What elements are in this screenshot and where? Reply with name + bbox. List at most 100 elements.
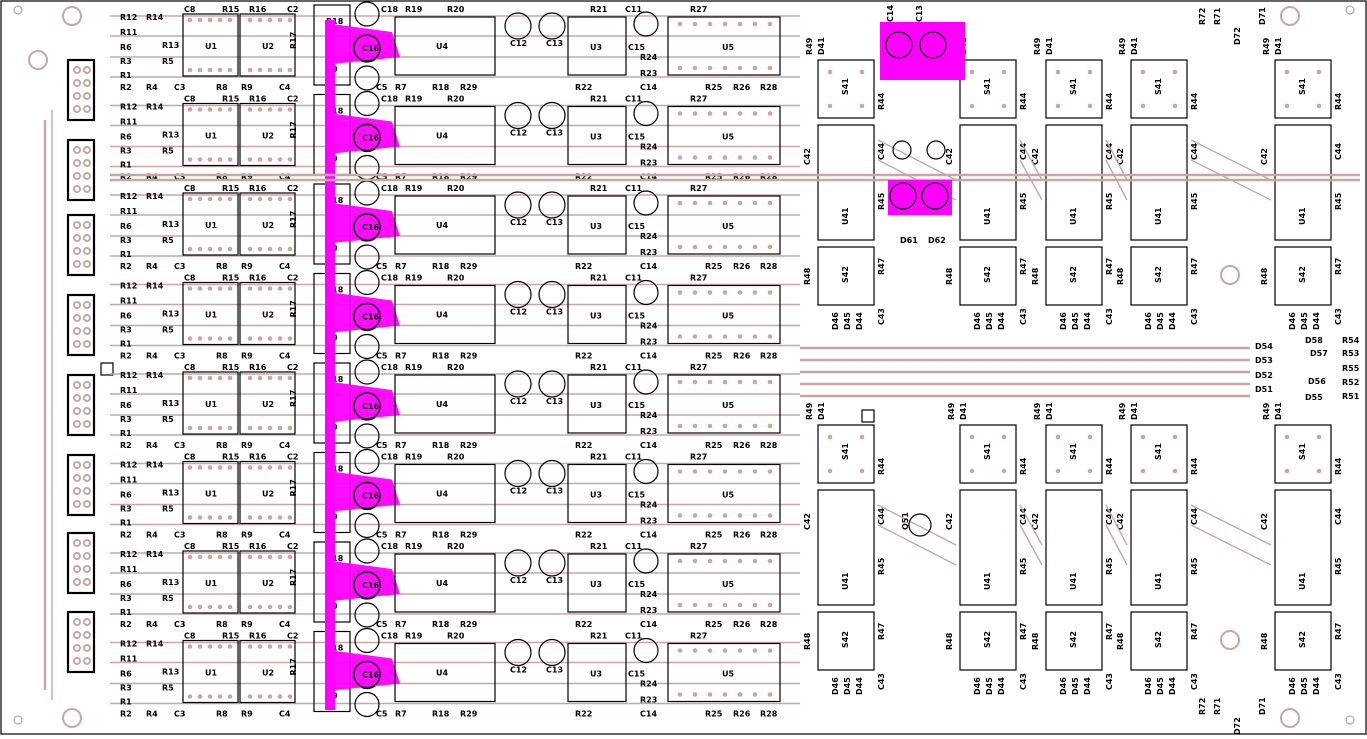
label-c42: C42 [803,148,812,165]
label-c44: C44 [1190,508,1199,525]
pad [217,694,223,699]
label-c14: C14 [640,173,657,182]
pad [1140,434,1146,440]
label-r47: R47 [1334,258,1343,275]
label-d71: D71 [1258,7,1267,25]
label-d54: D54 [1255,342,1273,351]
pad [197,425,203,431]
mounting-hole [62,6,82,26]
pad [197,67,203,73]
pad [277,17,283,23]
label-r19: R19 [405,184,423,193]
label-r6: R6 [120,491,132,500]
pad [969,103,975,109]
mounting-hole [1280,708,1300,728]
pad [1055,103,1061,109]
pad [677,469,683,474]
label-r47: R47 [1190,623,1199,640]
label-r2: R2 [120,173,132,182]
pad [692,334,698,339]
pad [1001,103,1007,109]
pad [287,644,293,649]
label-d41: D41 [1045,37,1054,55]
label-c16: C16 [362,492,379,501]
label-r14: R14 [146,461,164,470]
ic-u1 [182,550,239,614]
switch-s41 [959,424,1017,484]
pad [187,107,193,112]
label-r20: R20 [447,363,465,372]
label-r29: R29 [460,173,478,182]
label-r49: R49 [1262,402,1271,420]
pad [1316,69,1322,75]
label-r28: R28 [760,173,778,182]
pad [227,515,233,520]
ic-u1 [182,371,239,435]
label-r26: R26 [733,83,751,92]
label-r24: R24 [640,143,658,152]
pad [227,107,233,112]
corner-mark [1345,715,1355,725]
label-c2: C2 [287,632,298,641]
ic-u5-label: U5 [722,670,734,679]
pad [277,336,283,341]
pad [767,692,773,697]
label-r21: R21 [590,184,608,193]
ic-u41-label: U41 [841,207,850,225]
label-r22: R22 [575,173,592,182]
ic-u41-label: U41 [983,572,992,590]
highlight-stripe [332,24,400,64]
label-d46: D46 [1288,677,1297,695]
label-c16: C16 [362,581,379,590]
label-r45: R45 [877,192,886,210]
label-r9: R9 [241,710,253,719]
trace-diagonal [1019,139,1043,181]
label-c15: C15 [628,670,645,679]
label-highlight-c13: C13 [915,5,924,22]
pad [247,604,253,610]
label-c15: C15 [628,580,645,589]
pad [277,604,283,610]
pad [677,290,683,295]
label-c43: C43 [1190,673,1199,690]
ic-u2-label: U2 [262,311,274,320]
ic-u3-label: U3 [590,222,602,231]
ic-u4 [394,463,496,524]
switch-s42 [959,611,1017,671]
label-r48: R48 [1116,267,1125,285]
label-c5: C5 [376,441,388,450]
label-r27: R27 [690,542,707,551]
label-q51: Q51 [901,512,910,530]
label-c42: C42 [1116,513,1125,530]
connector-pin [83,381,91,389]
pad [707,200,713,206]
pad [677,648,683,653]
pad [737,379,743,385]
label-c12: C12 [510,308,527,317]
ic-u1 [182,192,239,256]
ic-u5 [667,374,781,434]
pad [277,157,283,162]
pad [217,644,223,649]
label-c43: C43 [1334,308,1343,325]
connector-pin [83,314,91,322]
label-c4: C4 [279,262,291,271]
switch-s41 [1274,59,1332,119]
pad [767,155,773,160]
label-r6: R6 [120,133,132,142]
pad [287,17,293,23]
switch-s41 [1130,424,1188,484]
label-c8: C8 [184,363,196,372]
pad [287,694,293,699]
label-r19: R19 [405,95,423,104]
label-r26: R26 [733,620,751,629]
label-r1: R1 [120,71,132,80]
label-r22: R22 [575,262,592,271]
cap-c10 [354,269,380,296]
label-r19: R19 [405,632,423,641]
label-d45: D45 [843,677,852,695]
label-r15: R15 [222,632,240,641]
label-c15: C15 [628,222,645,231]
pad [722,558,728,564]
